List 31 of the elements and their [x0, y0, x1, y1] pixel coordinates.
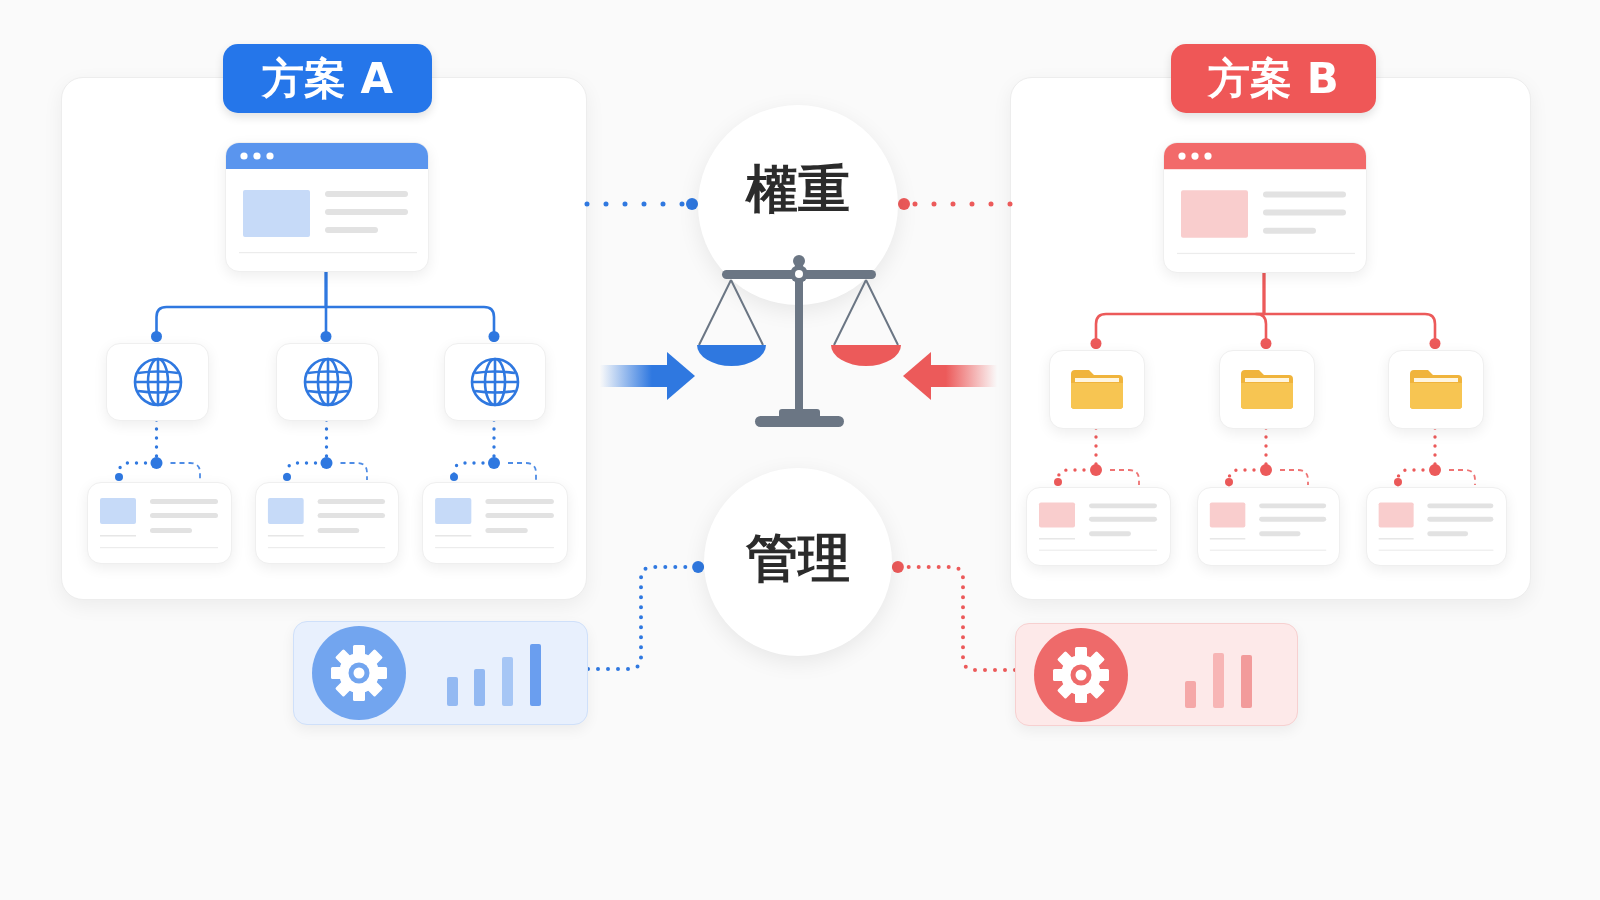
content-card — [87, 482, 232, 564]
icon-tile — [106, 343, 209, 421]
icon-tile — [444, 343, 546, 421]
content-card — [255, 482, 399, 564]
dotted-connector — [584, 198, 701, 210]
tool-panel — [293, 621, 588, 725]
connector-line — [1262, 272, 1441, 349]
dotted-connector — [586, 561, 707, 671]
icon-tile — [1049, 350, 1145, 429]
dotted-connector — [115, 418, 159, 483]
dotted-connector — [450, 418, 496, 483]
content-card — [422, 482, 568, 564]
dotted-connector — [889, 561, 1017, 672]
topic-circle: 權重 — [698, 105, 898, 305]
tool-panel — [1015, 623, 1298, 726]
icon-tile — [1388, 350, 1484, 429]
balance-scale — [695, 252, 903, 430]
dotted-connector — [283, 418, 329, 483]
connector-line — [324, 271, 500, 342]
dotted-connector — [1394, 426, 1437, 488]
panel-title: 方案 B — [1171, 44, 1376, 113]
panel-title: 方案 A — [223, 44, 432, 113]
content-card — [1026, 487, 1171, 566]
content-card — [1366, 487, 1507, 566]
icon-tile — [276, 343, 379, 421]
dotted-connector — [1225, 426, 1268, 488]
topic-circle: 管理 — [704, 468, 892, 656]
dotted-connector — [895, 198, 1013, 210]
icon-tile — [1219, 350, 1315, 429]
content-card — [1197, 487, 1340, 566]
dotted-connector — [1054, 426, 1098, 488]
